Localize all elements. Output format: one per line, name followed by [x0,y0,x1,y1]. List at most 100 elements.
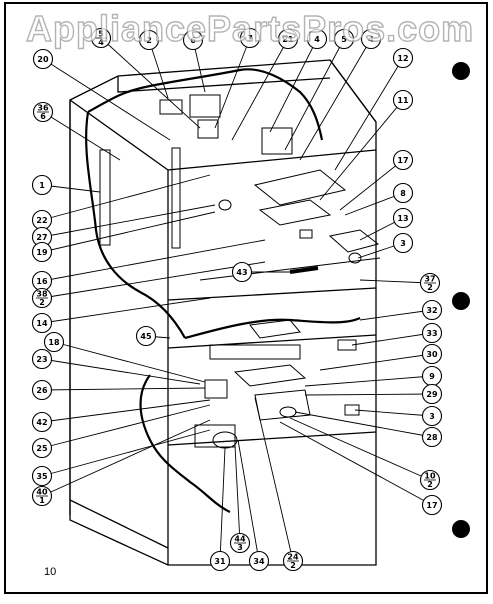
callout-c29: 18 [43,331,65,353]
callout-number-bottom: 3 [237,543,243,552]
callout-c15: 8 [392,182,414,204]
callout-number-top: 5 [98,30,104,39]
callout-c1: 54 [90,27,112,49]
callout-number: 20 [37,55,49,64]
callout-number-bottom: 1 [39,496,45,505]
callout-circle [31,312,53,334]
callout-c34: 29 [421,383,443,405]
callout-number: 16 [36,277,48,286]
leader-line-c41 [41,419,211,497]
callout-circle [421,343,443,365]
leader-line-c38 [294,411,433,438]
leader-line-c2 [148,39,169,99]
callout-number: 42 [36,418,47,427]
callout-c46: 242 [282,550,304,572]
callout-circle [43,331,65,353]
callout-number-bottom: 2 [39,298,45,307]
leader-line-c6 [269,38,318,133]
callout-number-bottom: 2 [427,283,433,292]
callout-c8: 4 [360,28,382,50]
callout-c16: 22 [31,209,53,231]
callout-number-bottom: 2 [427,480,433,489]
callout-c20: 19 [31,241,53,263]
callout-number: 33 [426,329,437,338]
callout-c39: 35 [31,465,53,487]
callout-circle [333,28,355,50]
leader-line-c12 [319,99,404,201]
callout-c23: 16 [31,270,53,292]
callout-circle [421,299,443,321]
callout-number-top: 36 [37,104,49,113]
callout-circle [392,89,414,111]
leader-line-c9 [334,57,404,171]
leader-line-c46 [254,397,294,562]
callout-c4: 7 [239,27,261,49]
leader-line-c18 [41,204,216,238]
leader-line-c31 [41,358,201,385]
callout-c5: 21 [277,28,299,50]
callout-number: 17 [426,501,437,510]
callout-circle [182,29,204,51]
callout-c45: 34 [248,550,270,572]
callout-circle [31,411,53,433]
callout-c31: 23 [31,348,53,370]
callout-number: 34 [253,557,265,566]
callout-c44: 443 [229,532,251,554]
callout-circle [32,48,54,70]
callout-number: 26 [36,386,48,395]
callout-circle [392,47,414,69]
callout-circle [277,28,299,50]
callout-number: 45 [140,332,152,341]
callout-number-top: 10 [424,472,436,481]
callout-number: 21 [282,35,294,44]
callout-c33: 26 [31,379,53,401]
leader-line-c42 [279,421,433,506]
leader-line-c29 [53,341,206,383]
callout-c40: 102 [419,469,441,491]
callout-c21: 43 [231,261,253,283]
leader-line-c45 [237,439,260,562]
callout-circle [31,465,53,487]
leader-line-c15 [344,192,404,216]
leader-line-c26 [41,297,211,324]
leader-line-c11 [42,111,121,161]
callout-circle [138,29,160,51]
leader-line-c40 [289,417,431,481]
callout-c38: 28 [421,426,443,448]
callout-number-bottom: 6 [40,112,46,121]
callout-number: 2 [146,36,152,45]
callout-circle [421,494,443,516]
callout-c14: 17 [392,149,414,171]
callout-c13: 1 [31,174,53,196]
callout-circle [31,241,53,263]
leader-line-c10 [42,58,171,141]
leader-line-c44 [234,444,241,544]
callout-c30: 30 [421,343,443,365]
callout-number: 5 [341,35,347,44]
callout-c9: 12 [392,47,414,69]
callout-c41: 401 [31,485,53,507]
callout-circle [239,27,261,49]
callout-number: 43 [236,268,247,277]
callout-number: 3 [429,412,435,421]
callout-c3: 6 [182,29,204,51]
callout-number: 32 [426,306,437,315]
callout-c37: 25 [31,437,53,459]
page-number: 10 [44,566,57,578]
callout-circle [209,550,231,572]
callout-c12: 11 [392,89,414,111]
callout-number-bottom: 2 [290,561,296,570]
callout-number: 12 [397,54,408,63]
internal-parts [99,94,381,449]
callout-c36: 3 [421,405,443,427]
leader-line-c7 [284,38,345,151]
leader-line-c32 [304,375,433,387]
callout-number-top: 37 [424,275,435,284]
leader-line-c20 [41,211,216,253]
leader-line-c36 [354,409,433,417]
callout-c10: 20 [32,48,54,70]
leader-line-c24 [41,261,266,299]
leader-line-c33 [41,387,206,391]
callout-circle [421,383,443,405]
callout-number: 31 [214,557,226,566]
